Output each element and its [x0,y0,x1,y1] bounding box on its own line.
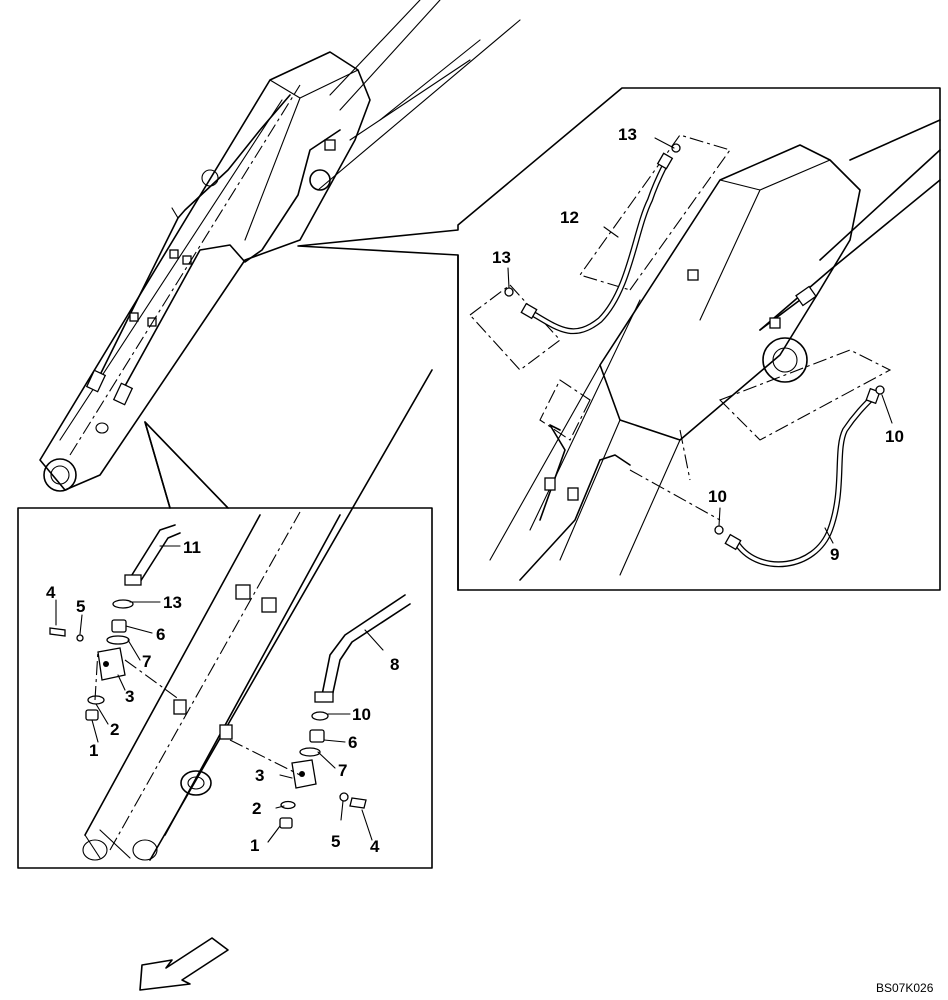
callout-13-left: 13 [492,248,511,267]
callout-7-left: 7 [142,652,151,671]
arm-overview [39,0,521,492]
callout-4-right: 4 [370,837,380,856]
callout-8: 8 [390,655,399,674]
callout-12: 12 [560,208,579,227]
callout-5-right: 5 [331,832,340,851]
callout-6-left: 6 [156,625,165,644]
callout-7-right: 7 [338,761,347,780]
callout-6-right: 6 [348,733,357,752]
callout-4-left: 4 [46,583,56,602]
callout-5-left: 5 [76,597,85,616]
callout-2-left: 2 [110,720,119,739]
front-direction-arrow-icon [139,937,229,991]
callout-13-lower: 13 [163,593,182,612]
callout-10-lower-panel: 10 [352,705,371,724]
right-detail-panel: 13 12 13 10 9 10 [297,87,941,591]
callout-3-right: 3 [255,766,264,785]
figure-code: BS07K026 [876,981,934,995]
callout-11: 11 [183,538,201,557]
callout-1-right: 1 [250,836,259,855]
callout-3-left: 3 [125,687,134,706]
callout-10-lower: 10 [708,487,727,506]
callout-2-right: 2 [252,799,261,818]
lower-detail-panel: 11 13 6 7 3 2 1 4 5 8 10 6 7 3 2 1 5 4 [17,369,433,869]
callout-13-top: 13 [618,125,637,144]
callout-1-left: 1 [89,741,98,760]
callout-10-right: 10 [885,427,904,446]
callout-9: 9 [830,545,839,564]
